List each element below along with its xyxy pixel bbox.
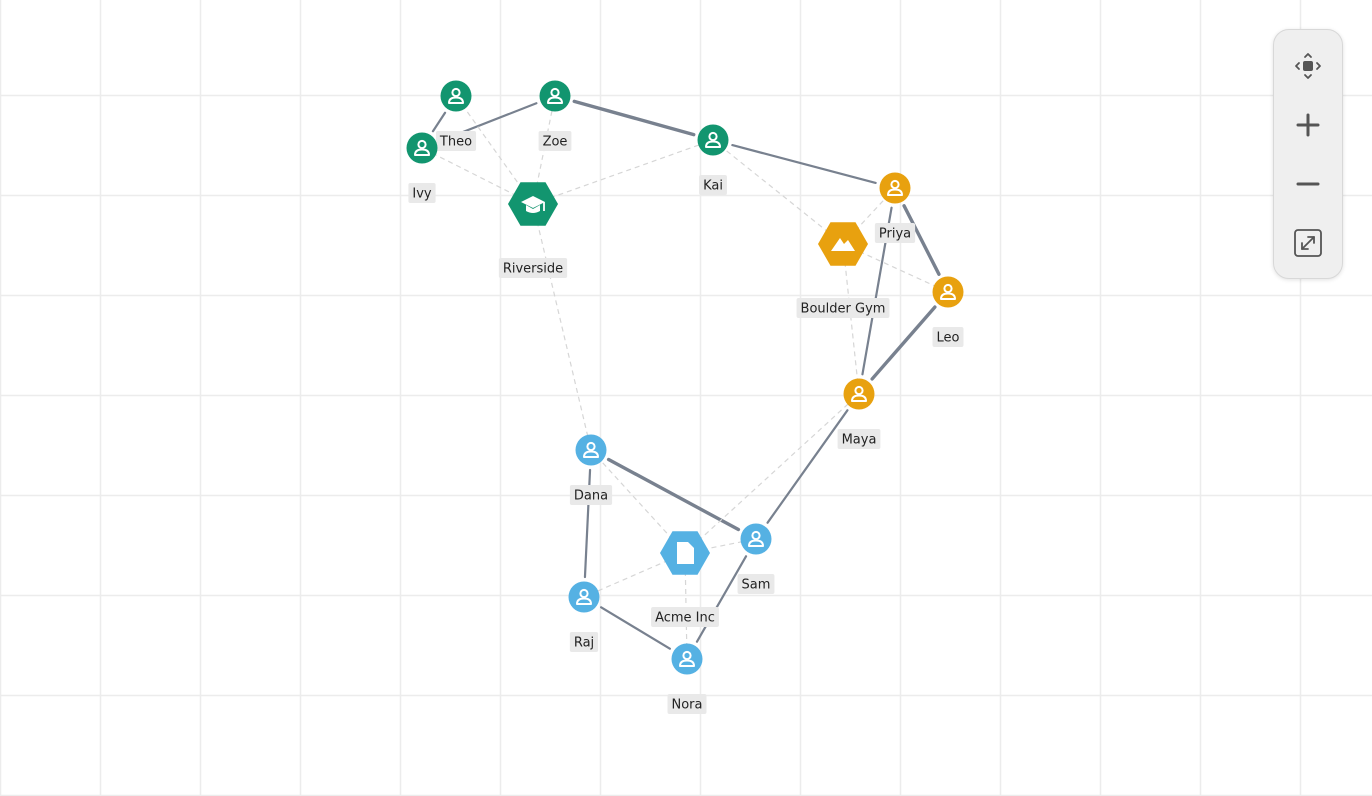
edge-raj-nora bbox=[600, 606, 671, 650]
node-label: Priya bbox=[879, 227, 911, 242]
plus-icon bbox=[1296, 113, 1320, 136]
node-label: Kai bbox=[703, 179, 723, 194]
edge-riverside-kai bbox=[532, 139, 714, 205]
node-maya[interactable]: Maya bbox=[837, 378, 881, 450]
node-label-background bbox=[699, 175, 727, 195]
node-boulder[interactable]: Boulder Gym bbox=[796, 222, 890, 318]
zoom-out-button[interactable] bbox=[1284, 160, 1332, 208]
node-label: Theo bbox=[439, 135, 472, 150]
node-label-background bbox=[651, 607, 719, 627]
edge-kai-priya bbox=[731, 144, 877, 184]
person-icon bbox=[414, 139, 430, 156]
node-label-background bbox=[569, 632, 599, 652]
node-kai[interactable]: Kai bbox=[697, 124, 729, 196]
edge-acme-maya bbox=[684, 393, 860, 554]
node-acme[interactable]: Acme Inc bbox=[651, 531, 719, 627]
node-label-background bbox=[837, 429, 881, 449]
node-label-background bbox=[435, 131, 477, 151]
recenter-button[interactable] bbox=[1284, 42, 1332, 90]
person-icon bbox=[547, 87, 563, 104]
node-label: Acme Inc bbox=[655, 611, 715, 626]
node-label: Ivy bbox=[412, 187, 432, 202]
mountain-icon bbox=[831, 238, 855, 251]
node-leo[interactable]: Leo bbox=[932, 276, 964, 348]
person-icon bbox=[448, 87, 464, 104]
recenter-icon bbox=[1295, 52, 1321, 79]
edge-maya-sam bbox=[766, 409, 849, 524]
edge-riverside-dana bbox=[532, 203, 592, 451]
node-label-background bbox=[408, 183, 436, 203]
node-sam[interactable]: Sam bbox=[737, 523, 775, 595]
node-label-background bbox=[874, 223, 916, 243]
node-raj[interactable]: Raj bbox=[568, 581, 600, 653]
minus-icon bbox=[1296, 182, 1320, 185]
node-nora[interactable]: Nora bbox=[667, 643, 707, 715]
node-label-background bbox=[538, 131, 572, 151]
edge-leo-maya bbox=[870, 305, 937, 381]
edge-dana-sam bbox=[606, 457, 741, 532]
fit-view-button[interactable] bbox=[1284, 219, 1332, 267]
node-label: Sam bbox=[742, 578, 771, 593]
node-dana[interactable]: Dana bbox=[569, 434, 613, 506]
node-label: Zoe bbox=[543, 135, 568, 150]
document-icon bbox=[677, 542, 694, 564]
node-label-background bbox=[932, 327, 964, 347]
edge-zoe-kai bbox=[572, 99, 696, 137]
person-icon bbox=[583, 441, 599, 458]
node-riverside[interactable]: Riverside bbox=[498, 182, 568, 278]
node-ivy[interactable]: Ivy bbox=[406, 132, 438, 204]
node-label-background bbox=[796, 298, 890, 318]
edge-priya-leo bbox=[902, 204, 941, 276]
person-icon bbox=[748, 530, 764, 547]
edge-boulder-maya bbox=[842, 243, 860, 395]
node-label-background bbox=[737, 574, 775, 594]
edge-theo-ivy bbox=[431, 111, 447, 133]
node-label-background bbox=[667, 694, 707, 714]
zoom-controls bbox=[1273, 29, 1343, 279]
graduation-cap-icon bbox=[521, 196, 545, 213]
node-label: Boulder Gym bbox=[801, 302, 886, 317]
zoom-in-button[interactable] bbox=[1284, 101, 1332, 149]
person-icon bbox=[940, 283, 956, 300]
node-label-background bbox=[569, 485, 613, 505]
person-icon bbox=[576, 588, 592, 605]
person-icon bbox=[851, 385, 867, 402]
edge-boulder-kai bbox=[712, 139, 844, 245]
node-zoe[interactable]: Zoe bbox=[538, 80, 572, 152]
node-theo[interactable]: Theo bbox=[435, 80, 477, 152]
node-label: Nora bbox=[672, 698, 703, 713]
person-icon bbox=[679, 650, 695, 667]
person-icon bbox=[705, 131, 721, 148]
node-label: Maya bbox=[842, 433, 877, 448]
node-label: Riverside bbox=[503, 262, 563, 277]
person-icon bbox=[887, 179, 903, 196]
node-label: Dana bbox=[574, 489, 608, 504]
node-label: Leo bbox=[937, 331, 960, 346]
fit-view-icon bbox=[1294, 228, 1322, 257]
node-priya[interactable]: Priya bbox=[874, 172, 916, 244]
node-label: Raj bbox=[574, 636, 594, 651]
node-label-background bbox=[498, 258, 568, 278]
edge-sam-nora bbox=[695, 555, 748, 643]
